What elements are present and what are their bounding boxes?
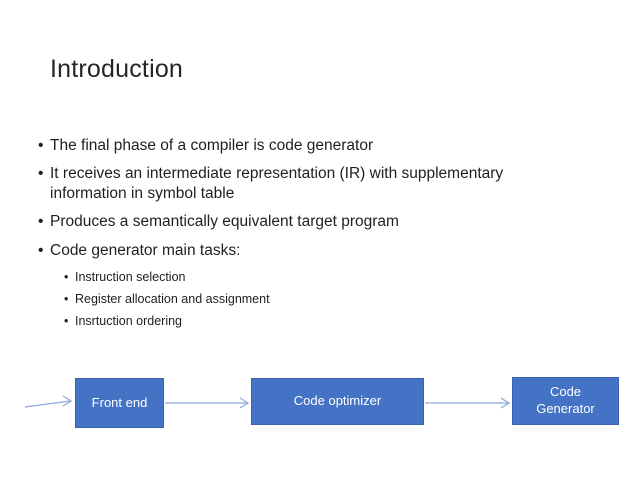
sub-bullet-item: Register allocation and assignment (64, 291, 583, 308)
flow-box-front-end: Front end (75, 378, 164, 428)
flow-box-label: Code Generator (536, 384, 595, 416)
sub-bullet-item: Insrtuction ordering (64, 313, 583, 330)
bullet-item: Code generator main tasks: (38, 241, 583, 261)
bullet-item: The final phase of a compiler is code ge… (38, 136, 583, 156)
bullet-item: Produces a semantically equivalent targe… (38, 212, 583, 232)
arrow-front-end-to-optimizer (165, 397, 250, 409)
flow-box-label: Code optimizer (293, 393, 382, 409)
arrow-input-to-front-end (24, 395, 73, 408)
bullet-list: The final phase of a compiler is code ge… (38, 136, 583, 336)
flow-box-code-optimizer: Code optimizer (251, 378, 424, 425)
sub-bullet-item: Instruction selection (64, 269, 583, 286)
flow-box-code-generator: Code Generator (512, 377, 619, 425)
bullet-item: It receives an intermediate representati… (38, 164, 583, 203)
flow-box-label: Front end (91, 394, 148, 410)
arrow-optimizer-to-generator (425, 397, 511, 409)
slide-title: Introduction (50, 55, 184, 83)
